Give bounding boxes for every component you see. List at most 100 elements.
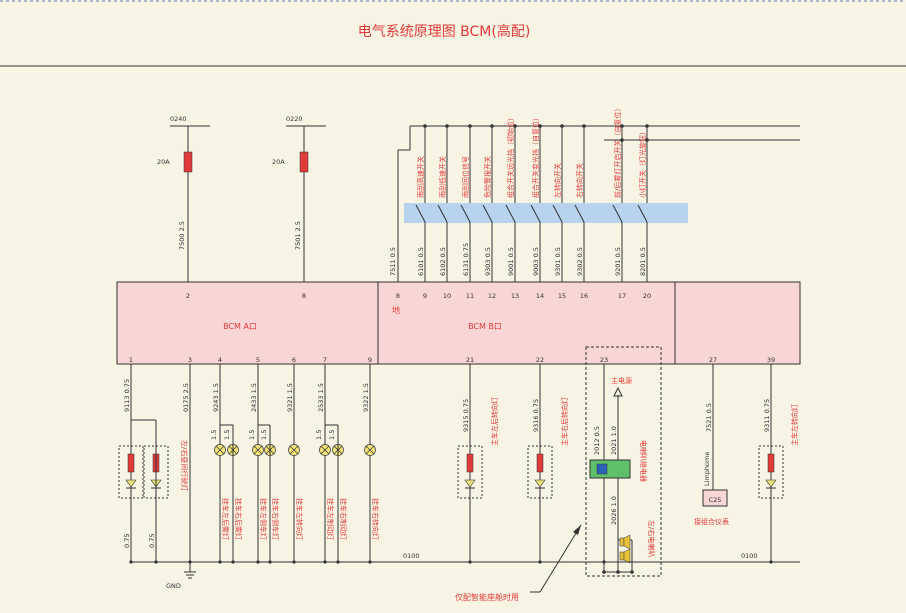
bcm-a-label: BCM A口 [223, 322, 257, 331]
bulb-trailer_brake_left [319, 444, 331, 456]
fuse-id: 0240 [170, 115, 187, 123]
bulb-cross [289, 445, 299, 455]
pin-number: 12 [488, 292, 496, 300]
main-power-label: 主电源 [611, 376, 632, 385]
bulb-trailer_left_turn [288, 444, 300, 456]
ground-pin-label: 地 [392, 305, 400, 315]
switch-contact [530, 204, 541, 223]
front-right-turn-label: 主车右后转向灯 [560, 397, 569, 446]
smart-cab-box [585, 346, 662, 577]
horn-label: 左/右电喇叭 [647, 520, 656, 557]
resistor-icon [466, 453, 474, 473]
gnd-label: GND [166, 582, 181, 590]
lamp-label-trailer_rear_fog_left: 挂车左后雾灯 [221, 498, 230, 540]
wire-label: 1.5 [328, 430, 336, 440]
day-lamp-left [118, 445, 144, 499]
led-icon [464, 479, 476, 488]
switch-contact [637, 204, 648, 223]
horn-relay-label: 电喇叭继电器 [639, 440, 648, 482]
pin-number: 8 [396, 292, 400, 300]
cluster-connector: C25 Limphome 接组合仪表 [694, 452, 729, 526]
switch-label: 危险警报开关 [483, 156, 492, 198]
pin-number: 22 [536, 356, 544, 364]
pin-number: 17 [618, 292, 626, 300]
switch-contact [505, 204, 516, 223]
wire-label: 9322 1.5 [362, 383, 370, 412]
lamp-frame [457, 445, 483, 499]
wire-label: 9321 1.5 [286, 383, 294, 412]
lamp-label-trailer_pos_left: 挂车左侧车灯 [259, 498, 268, 540]
fuse-rating: 20A [272, 158, 285, 166]
switch-contact [437, 204, 448, 223]
fuse-0240: 0240 20A 7500 2.5 2 [157, 115, 210, 300]
wire-label: 2021 1.0 [610, 426, 618, 455]
front-right-turn-lamp [527, 445, 553, 499]
arrow-up-icon [613, 386, 623, 397]
smart-cab-callout [530, 524, 582, 593]
resistor-icon [536, 453, 544, 473]
switch-wire: 8201 0.5 [639, 247, 647, 276]
ground-wire-label: 7511 0.5 [389, 247, 397, 276]
pin-number: 27 [709, 356, 717, 364]
lamp-frame [758, 445, 784, 499]
wire-label: 9113 0.75 [123, 379, 131, 412]
lamp-label-trailer_left_turn: 挂车左转向灯 [295, 498, 304, 540]
pin-number: 7 [323, 356, 327, 364]
pin-number: 9 [368, 356, 372, 364]
connector-c25 [702, 489, 728, 507]
lamp-frame [118, 445, 144, 499]
bcm-a-module [116, 281, 379, 365]
pin-number: 3 [188, 356, 192, 364]
wire-label: 1.5 [315, 430, 323, 440]
wire-label: 0.75 [148, 534, 156, 548]
lamp-label-trailer_right_turn: 挂车右转向灯 [371, 498, 380, 540]
ground-bus-label-b: 0100 [741, 552, 758, 560]
lamp-frame [527, 445, 553, 499]
switch-wire: 6131 0.75 [462, 243, 470, 276]
lamp-label-trailer_rear_fog_right: 挂车右后雾灯 [234, 498, 243, 540]
switch-contact [612, 204, 623, 223]
wire-label: 2026 1.0 [610, 496, 618, 525]
switch-contact [415, 204, 426, 223]
pin-number: 16 [580, 292, 588, 300]
switch-13: 组合开关远光挡（初始位）9001 0.513 [505, 114, 519, 300]
pin-number: 5 [256, 356, 260, 364]
resistor-icon [767, 453, 775, 473]
switch-wire: 9301 0.5 [554, 247, 562, 276]
switch-wire: 9003 0.5 [532, 247, 540, 276]
switch-label: 雨刮回位信号 [461, 156, 470, 198]
bulb-trailer_right_turn [364, 444, 376, 456]
pin-number: 21 [466, 356, 474, 364]
horn-icon [619, 548, 631, 564]
bcm-c-module [674, 281, 801, 365]
cluster-wire-label: Limphome [703, 452, 711, 486]
wire-label: 0.75 [123, 534, 131, 548]
resistor-icon [127, 453, 135, 473]
pin-number: 39 [767, 356, 775, 364]
fuse-rating: 20A [157, 158, 170, 166]
wire-label: 9311 0.75 [763, 399, 771, 432]
lamp-label-trailer_pos_right: 挂车右侧车灯 [271, 498, 280, 540]
wire-label: 2533 1.5 [317, 383, 325, 412]
wire-label: 1.5 [248, 430, 256, 440]
cluster-label: 接组合仪表 [694, 517, 729, 526]
front-left-turn-label: 主车左后转向灯 [490, 397, 499, 446]
pin-number: 14 [536, 292, 544, 300]
switch-wire: 6102 0.5 [439, 247, 447, 276]
wire-label: 1.5 [260, 430, 268, 440]
pin-number: 13 [511, 292, 519, 300]
bulb-cross [365, 445, 375, 455]
switch-band [404, 203, 688, 223]
connector-code: C25 [709, 496, 722, 504]
switch-label: 雨刮低速开关 [438, 156, 447, 198]
bulb-cross [253, 445, 263, 455]
switch-label: 小灯开关（灯光旋钮） [638, 128, 647, 198]
diagram-title: 电气系统原理图 BCM(高配) [358, 23, 531, 40]
switch-label: 前/后雾灯开启开关（自复位） [613, 105, 622, 198]
